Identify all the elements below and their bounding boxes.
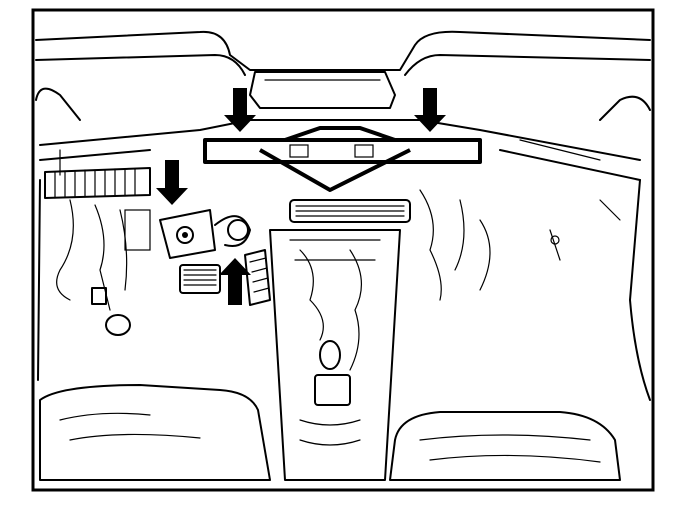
arrow-right-cross-beam	[414, 88, 446, 132]
rear-view-mirror	[249, 71, 396, 109]
arrow-center-mount	[219, 258, 251, 305]
left-seat	[39, 384, 271, 481]
right-door-edge	[37, 179, 651, 401]
center-console	[269, 229, 401, 481]
steering-column	[244, 249, 271, 306]
right-seat	[389, 411, 621, 481]
center-vent	[289, 199, 411, 223]
right-wiring	[419, 189, 621, 301]
arrow-left-cross-beam	[224, 88, 256, 132]
brake-pedal	[179, 264, 221, 294]
windshield-outline	[35, 30, 651, 121]
arrow-pedal-bracket	[156, 160, 188, 205]
pedal-bracket	[159, 209, 251, 259]
left-wiring	[56, 199, 151, 336]
air-duct-hose	[44, 167, 151, 199]
cross-beam-frame	[203, 126, 482, 192]
frame-border	[31, 8, 655, 492]
